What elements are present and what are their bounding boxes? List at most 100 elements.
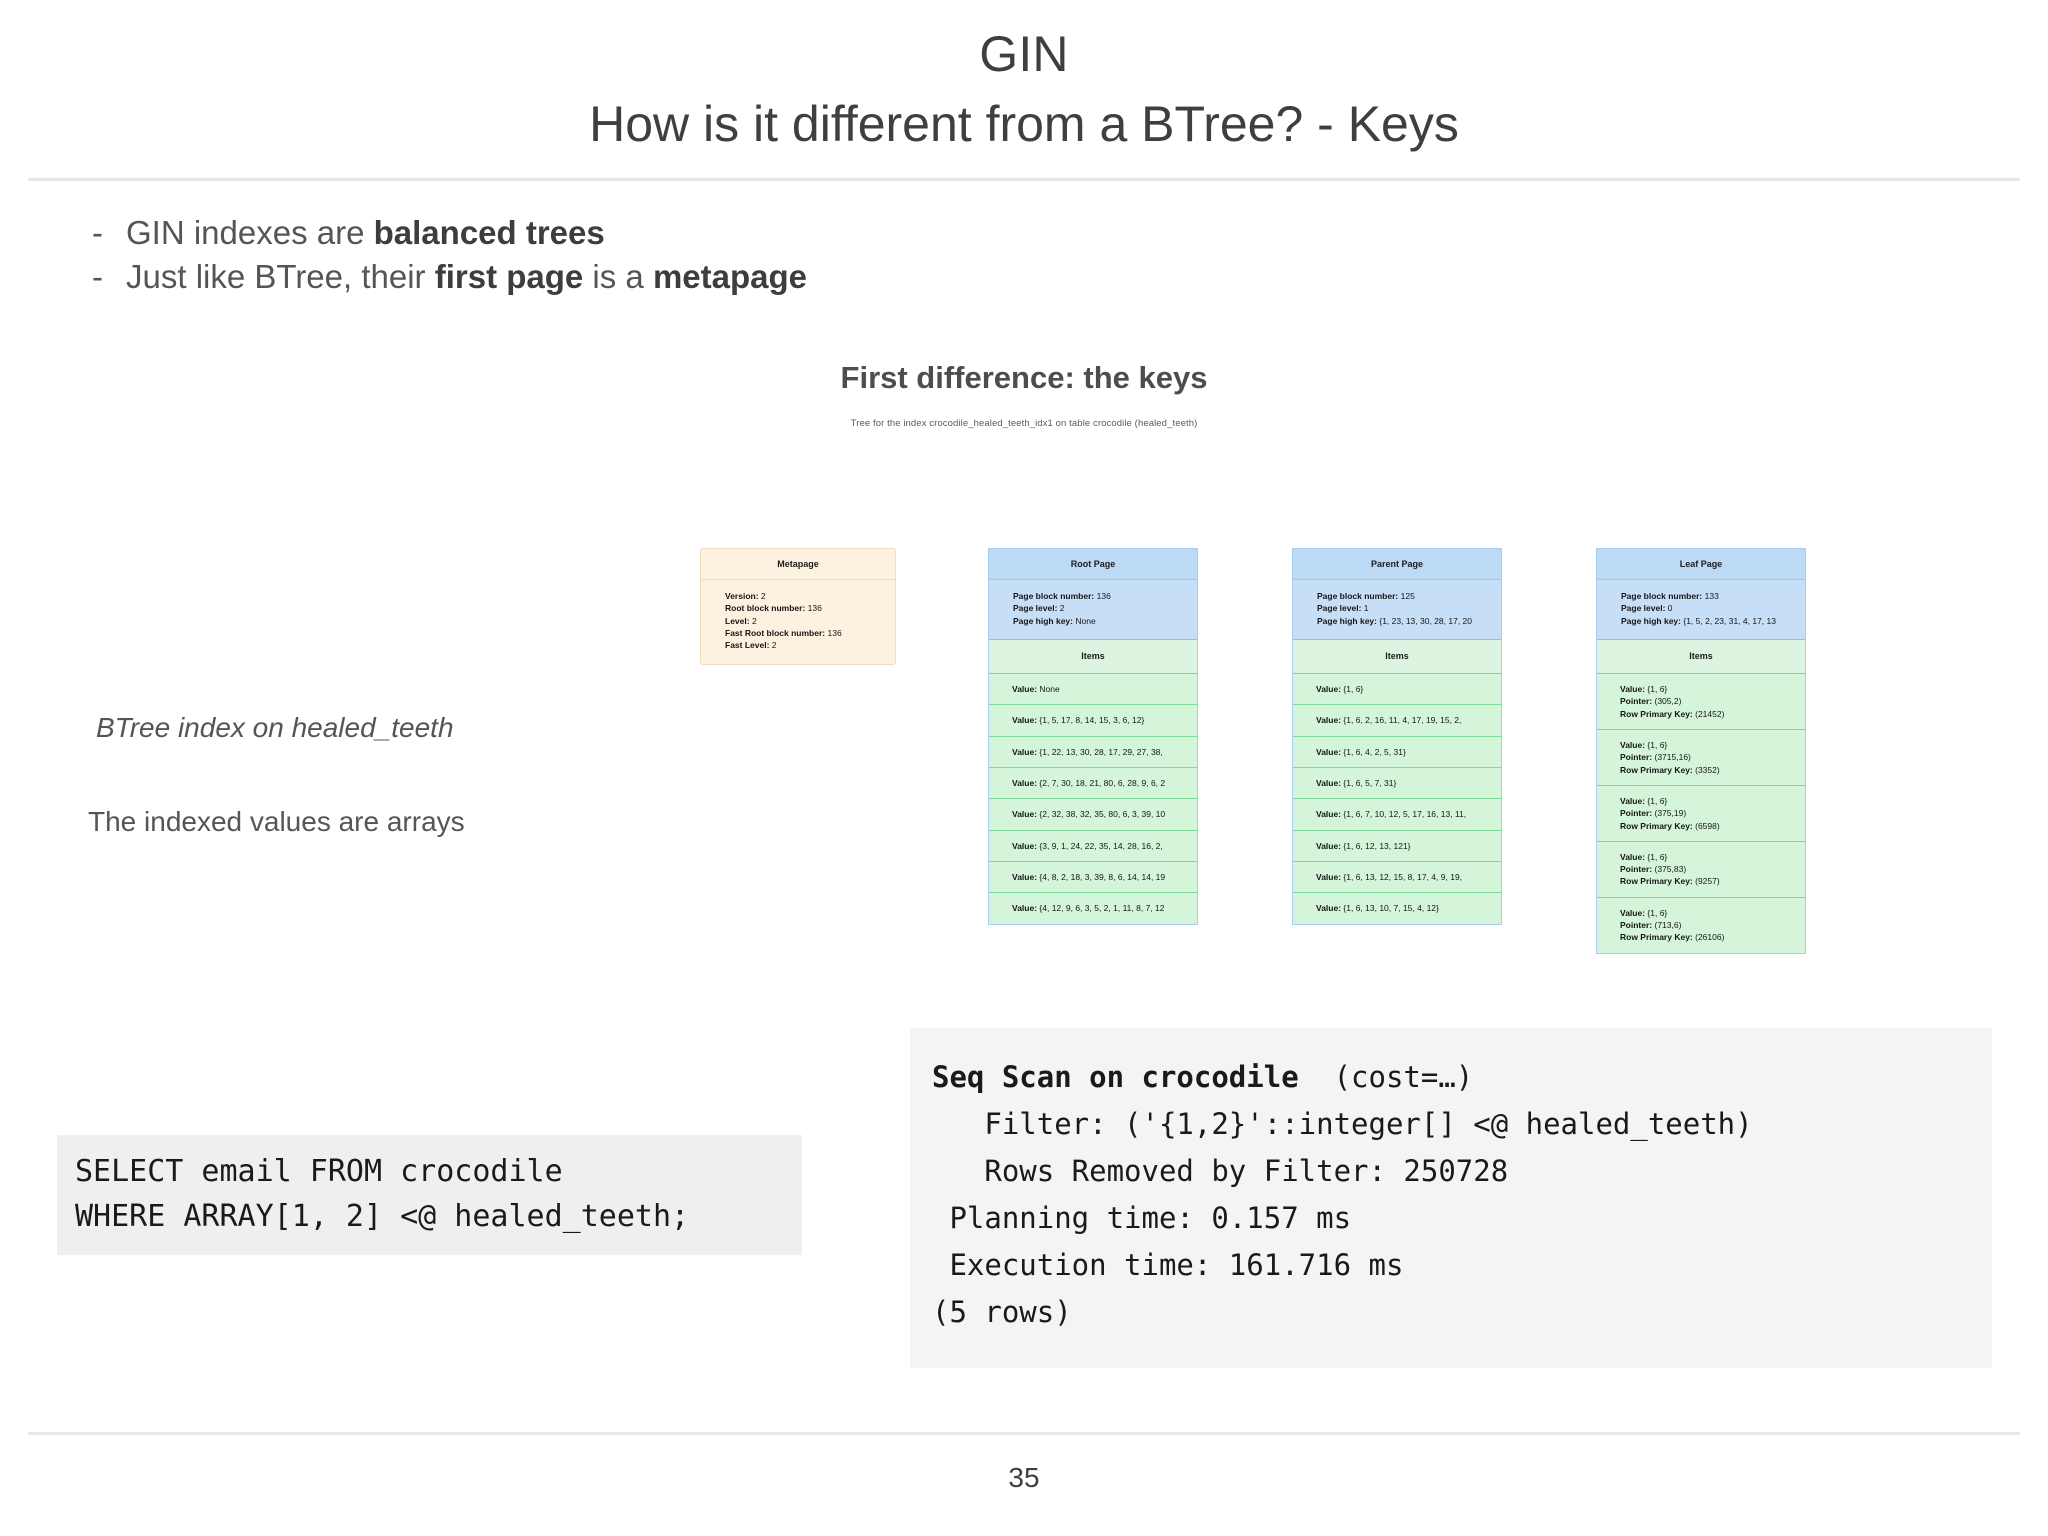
page-item-row: Value: {1, 6, 5, 7, 31} [1293,767,1501,800]
attr-label: Page block number: [1317,591,1399,602]
attr-value: {1, 6, 12, 13, 121} [1341,840,1411,851]
attr-item: Value: {1, 6} [1620,907,1800,919]
attr-item: Value: {1, 6, 12, 13, 121} [1316,840,1496,852]
page-item-row: Value: {1, 6, 7, 10, 12, 5, 17, 16, 13, … [1293,799,1501,831]
attr-label: Pointer: [1620,808,1653,819]
attr-item: Pointer: (713,6) [1620,919,1800,931]
attr-value: 133 [1702,591,1719,602]
attr-value: 1 [1361,603,1369,614]
attr-label: Value: [1316,903,1342,914]
attr-item: Page high key: None [1013,615,1191,627]
attr-item: Value: {1, 6, 5, 7, 31} [1316,777,1496,789]
bullet-bold: first page [434,257,584,295]
page-item-fields: Value: {1, 22, 13, 30, 28, 17, 29, 27, 3… [998,746,1192,758]
attr-item: Value: {2, 32, 38, 32, 35, 80, 6, 3, 39,… [1012,808,1192,820]
page-item-fields: Value: {1, 6, 12, 13, 121} [1302,840,1496,852]
attr-value: 2 [1057,603,1065,614]
attr-value: (9257) [1692,876,1720,887]
page-item-fields: Value: {1, 5, 17, 8, 14, 15, 3, 6, 12} [998,714,1192,726]
attr-value: {4, 8, 2, 18, 3, 39, 8, 6, 14, 14, 19 [1037,871,1166,882]
attr-label: Fast Level: [725,640,770,651]
page-item-row: Value: None [989,674,1197,706]
attr-label: Value: [1316,840,1342,851]
attr-label: Root block number: [725,603,806,614]
attr-label: Version: [725,591,759,602]
attr-item: Value: {4, 12, 9, 6, 3, 5, 2, 1, 11, 8, … [1012,902,1192,914]
attr-label: Page block number: [1621,591,1703,602]
attr-label: Value: [1012,871,1038,882]
attr-value: {1, 5, 17, 8, 14, 15, 3, 6, 12} [1037,715,1145,726]
leaf-page-box: Leaf Page Page block number: 133Page lev… [1596,548,1806,954]
page-item-fields: Value: {1, 6, 5, 7, 31} [1302,777,1496,789]
attr-item: Page level: 0 [1621,602,1799,614]
attr-label: Row Primary Key: [1620,708,1693,719]
attr-item: Pointer: (3715,16) [1620,751,1800,763]
attr-item: Page high key: {1, 5, 2, 23, 31, 4, 17, … [1621,615,1799,627]
page-item-row: Value: {1, 6, 4, 2, 5, 31} [1293,736,1501,768]
page-item-row: Value: {1, 6}Pointer: (375,83)Row Primar… [1597,841,1805,898]
page-item-row: Value: {1, 6} [1293,674,1501,706]
attr-value: {1, 5, 2, 23, 31, 4, 17, 13 [1681,615,1776,626]
attr-value: (21452) [1692,708,1725,719]
page-item-row: Value: {4, 8, 2, 18, 3, 39, 8, 6, 14, 14… [989,861,1197,894]
list-item: - Just like BTree, their first page is a… [92,255,2048,299]
page-item-row: Value: {2, 7, 30, 18, 21, 80, 6, 28, 9, … [989,767,1197,800]
attr-label: Page high key: [1013,615,1073,626]
attr-label: Page high key: [1317,615,1377,626]
attr-item: Value: {1, 6} [1620,683,1800,695]
leaf-page-head: Leaf Page Page block number: 133Page lev… [1597,549,1805,639]
page-item-fields: Value: {1, 6, 13, 10, 7, 15, 4, 12} [1302,902,1496,914]
attr-item: Page block number: 125 [1317,590,1495,602]
parent-page-attr-list: Page block number: 125Page level: 1Page … [1303,590,1495,627]
attr-item: Version: 2 [725,590,889,602]
attr-label: Value: [1316,684,1342,695]
bullet-prefix: GIN indexes are [126,214,374,251]
attr-value: {1, 6} [1645,851,1668,862]
bullet-bold: balanced trees [373,214,605,251]
attr-label: Pointer: [1620,864,1653,875]
page-item-fields: Value: {1, 6}Pointer: (713,6)Row Primary… [1606,907,1800,944]
attr-label: Value: [1012,684,1038,695]
attr-item: Row Primary Key: (26106) [1620,931,1800,943]
attr-label: Value: [1012,746,1038,757]
btree-index-label: BTree index on healed_teeth [96,712,454,743]
parent-page-title: Parent Page [1293,549,1501,581]
attr-label: Page level: [1013,603,1058,614]
page-item-row: Value: {1, 6, 12, 13, 121} [1293,830,1501,862]
page-subtitle: How is it different from a BTree? - Keys [589,96,1459,152]
section-heading: First difference: the keys [840,360,1208,396]
attr-item: Value: {1, 5, 17, 8, 14, 15, 3, 6, 12} [1012,714,1192,726]
parent-page-items-header: Items [1293,638,1501,675]
page-item-fields: Value: {2, 32, 38, 32, 35, 80, 6, 3, 39,… [998,808,1192,820]
bullet-list: - GIN indexes are balanced trees - Just … [92,211,2048,298]
attr-label: Row Primary Key: [1620,764,1693,775]
attr-item: Page block number: 133 [1621,590,1799,602]
attr-item: Page high key: {1, 23, 13, 30, 28, 17, 2… [1317,615,1495,627]
leaf-page-attr-list: Page block number: 133Page level: 0Page … [1607,590,1799,627]
attr-label: Page level: [1317,603,1362,614]
bullet-dash-icon: - [92,214,103,251]
bullet-dash-icon: - [92,257,103,295]
attr-item: Value: None [1012,683,1192,695]
attr-label: Pointer: [1620,696,1653,707]
attr-label: Row Primary Key: [1620,876,1693,887]
page-item-fields: Value: {4, 8, 2, 18, 3, 39, 8, 6, 14, 14… [998,871,1192,883]
leaf-page-items-header: Items [1597,638,1805,675]
attr-label: Value: [1012,777,1038,788]
page-title: GIN [979,26,1069,82]
attr-item: Row Primary Key: (3352) [1620,764,1800,776]
diagram-caption: Tree for the index crocodile_healed_teet… [850,418,1198,430]
header-divider [28,178,2020,181]
attr-item: Value: {1, 6} [1620,851,1800,863]
page-item-fields: Value: {1, 6, 2, 16, 11, 4, 17, 19, 15, … [1302,714,1496,726]
attr-item: Row Primary Key: (9257) [1620,875,1800,887]
page-item-row: Value: {1, 6}Pointer: (305,2)Row Primary… [1597,674,1805,730]
page-item-row: Value: {3, 9, 1, 24, 22, 35, 14, 28, 16,… [989,830,1197,862]
attr-value: {1, 6, 4, 2, 5, 31} [1341,746,1406,757]
attr-value: {1, 6} [1645,795,1668,806]
attr-label: Value: [1012,809,1038,820]
attr-label: Page high key: [1621,615,1681,626]
